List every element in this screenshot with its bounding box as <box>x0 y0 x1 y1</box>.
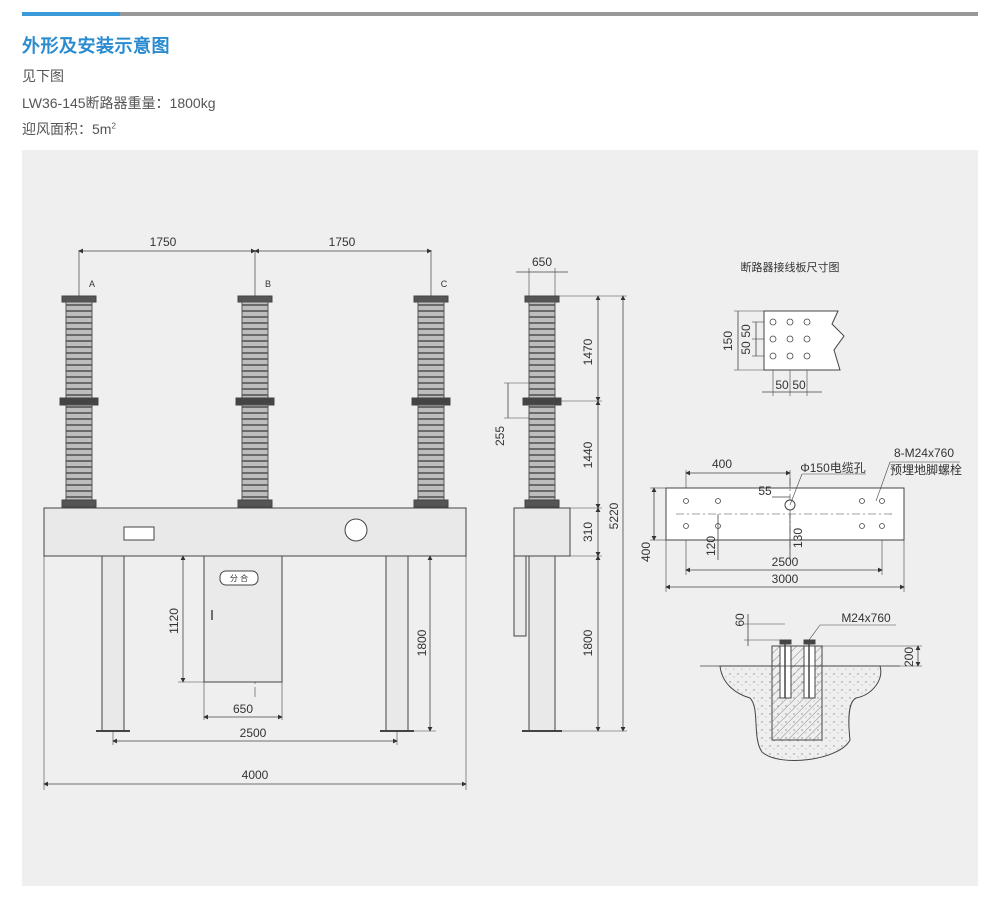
top-divider <box>22 12 978 16</box>
base-plan <box>650 461 960 592</box>
terminal-plate <box>734 310 845 396</box>
front-view <box>43 248 467 790</box>
dim-side-1800: 1800 <box>581 629 595 656</box>
dim-found-200: 200 <box>902 647 916 667</box>
dim-cabinet-h: 1120 <box>167 608 181 634</box>
dim-base-120: 120 <box>704 536 718 556</box>
dim-leg-h: 1800 <box>415 629 429 656</box>
dim-ab: 1750 <box>150 235 177 249</box>
dim-found-60: 60 <box>733 613 747 627</box>
dim-terminal-50c: 50 <box>775 378 789 392</box>
dim-base-2500: 2500 <box>772 555 799 569</box>
dim-cabinet-w: 650 <box>233 702 253 716</box>
side-view-labels: 650 1470 255 1440 310 5220 1800 <box>493 255 621 656</box>
front-view-labels: A B C 1750 1750 分 合 1120 650 1800 2500 4… <box>89 235 448 782</box>
phase-b-label: B <box>265 279 271 289</box>
dim-255: 255 <box>493 426 507 446</box>
phase-c-label: C <box>441 279 448 289</box>
section-title: 外形及安装示意图 <box>22 36 170 56</box>
wind-area-line: 迎风面积：5m2 <box>22 119 116 139</box>
top-divider-accent <box>22 12 120 16</box>
wind-area-text: 迎风面积：5m <box>22 121 112 137</box>
side-view <box>504 268 627 732</box>
terminal-title: 断路器接线板尺寸图 <box>741 260 840 274</box>
wind-area-unit-sup: 2 <box>111 121 116 131</box>
foundation-section <box>700 614 922 762</box>
found-bolt-label: M24x760 <box>841 611 891 625</box>
dim-terminal-50d: 50 <box>792 378 806 392</box>
dim-total: 4000 <box>242 768 269 782</box>
dim-base-3000: 3000 <box>772 572 799 586</box>
dim-side-top: 650 <box>532 255 552 269</box>
weight-line: LW36-145断路器重量：1800kg <box>22 95 216 111</box>
terminal-plate-labels: 断路器接线板尺寸图 150 50 50 50 50 <box>721 260 840 392</box>
dim-base-130: 130 <box>791 528 805 548</box>
cable-hole-label: Φ150电缆孔 <box>800 461 866 475</box>
dim-legs: 2500 <box>240 726 267 740</box>
dim-terminal-50b: 50 <box>739 341 753 355</box>
phase-a-label: A <box>89 279 95 289</box>
dim-1470: 1470 <box>581 338 595 365</box>
base-plan-labels: 400 Φ150电缆孔 55 8-M24x760 预埋地脚螺栓 400 120 … <box>639 446 962 586</box>
anchor-bolt-desc: 预埋地脚螺栓 <box>890 462 962 477</box>
dim-base-400-top: 400 <box>712 457 732 471</box>
dim-base-400-left: 400 <box>639 542 653 562</box>
dim-terminal-50a: 50 <box>739 324 753 338</box>
foundation-labels: 60 M24x760 200 <box>733 611 916 667</box>
dim-terminal-150: 150 <box>721 331 735 351</box>
pole-c <box>411 295 451 508</box>
anchor-bolt-label: 8-M24x760 <box>894 446 954 460</box>
dim-1440: 1440 <box>581 441 595 468</box>
dim-base-55: 55 <box>758 484 772 498</box>
pole-b <box>235 295 275 508</box>
note-line-1: 见下图 <box>22 68 64 84</box>
pole-a <box>59 295 99 508</box>
dim-5220: 5220 <box>607 502 621 529</box>
dim-310: 310 <box>581 522 595 542</box>
cabinet-label: 分 合 <box>230 573 248 583</box>
dim-bc: 1750 <box>329 235 356 249</box>
